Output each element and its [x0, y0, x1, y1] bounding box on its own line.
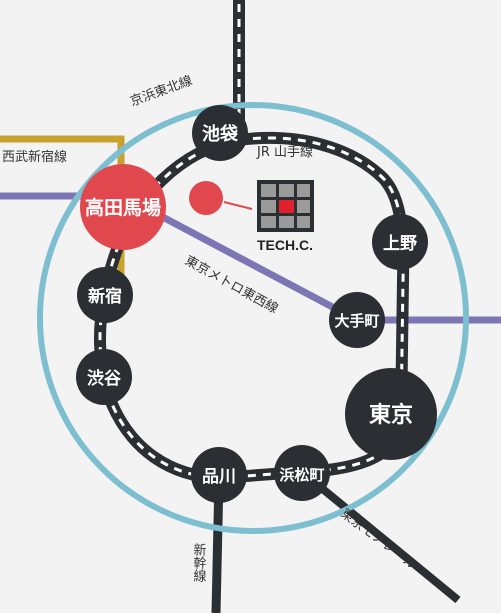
station-otemachi[interactable]: 大手町: [329, 292, 385, 348]
station-shinagawa[interactable]: 品川: [191, 447, 247, 503]
station-shibuya-label: 渋谷: [87, 368, 122, 389]
station-ikebukuro-label: 池袋: [202, 123, 239, 145]
yamanote-label: JR 山手線: [256, 144, 313, 160]
tech-c-logo-text: TECH.C.: [257, 237, 313, 253]
station-shinagawa-label: 品川: [202, 467, 236, 487]
tozai-line: [0, 192, 501, 324]
station-takadanobaba[interactable]: 高田馬場: [80, 164, 166, 250]
monorail-line: [299, 468, 461, 604]
station-tokyo-label: 東京: [369, 402, 413, 428]
station-shibuya[interactable]: 渋谷: [76, 349, 132, 405]
school-location-dot[interactable]: [189, 181, 223, 215]
station-ueno-label: 上野: [383, 234, 417, 254]
keihin-tohoku-line: [37, 102, 469, 534]
station-ikebukuro[interactable]: 池袋: [192, 105, 248, 161]
station-tokyo[interactable]: 東京: [345, 368, 437, 460]
seibu-shinjuku-label: 西武新宿線: [2, 149, 67, 165]
station-otemachi-label: 大手町: [334, 312, 379, 330]
school-pointer: [223, 201, 253, 210]
station-hamamatsucho[interactable]: 浜松町: [274, 445, 330, 501]
station-shinjuku-label: 新宿: [88, 286, 122, 307]
station-shinjuku[interactable]: 新宿: [77, 267, 133, 323]
station-ueno[interactable]: 上野: [372, 214, 428, 270]
shinkansen-label: 新幹線: [191, 542, 207, 582]
station-hamamatsucho-label: 浜松町: [279, 466, 324, 484]
station-takadanobaba-label: 高田馬場: [85, 196, 161, 219]
tech-c-logo[interactable]: TECH.C.: [257, 180, 314, 253]
